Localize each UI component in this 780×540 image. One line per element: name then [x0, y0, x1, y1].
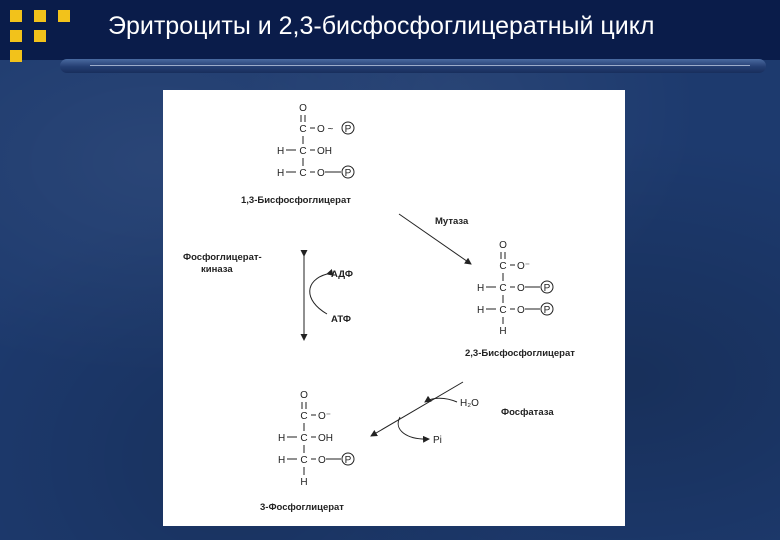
diagram-panel: O C O ~ P H C OH H C O P 1,3-Бисфосфогли… — [163, 90, 625, 526]
atom-h: H — [277, 168, 284, 179]
logo-square — [10, 10, 22, 22]
atom-c: C — [299, 124, 306, 135]
atom-o-tilde: O ~ — [317, 124, 334, 135]
water-curved-arrow — [424, 395, 458, 403]
cofactor-atp: АТФ — [331, 314, 351, 325]
atom-oh: OH — [317, 146, 332, 157]
atom-c: C — [300, 411, 307, 422]
atom-c: C — [300, 455, 307, 466]
phosphate-circle — [341, 121, 355, 135]
logo-square — [10, 50, 22, 62]
enzyme-label-kinase-line1: Фосфоглицерат- — [183, 252, 262, 263]
mutase-arrow — [398, 213, 472, 265]
phosphate-circle — [540, 280, 554, 294]
compound-label-3-pg: 3-Фосфоглицерат — [260, 502, 344, 513]
compound-3-phosphoglycerate: O C O⁻ H C OH H C O P H 3-Фосфоглицерат — [260, 390, 355, 513]
atom-o: O — [499, 240, 507, 251]
atom-o: O — [317, 168, 325, 179]
atom-oh: OH — [318, 433, 333, 444]
atom-p: P — [544, 283, 551, 294]
phosphate-circle — [341, 452, 355, 466]
enzyme-label-mutase: Мутаза — [435, 216, 469, 227]
compound-2-3-bisphosphoglycerate: O C O⁻ H C O P H C O P H 2,3-Б — [465, 240, 575, 359]
enzyme-label-kinase-line2: киназа — [201, 264, 233, 275]
cofactor-water: H₂O — [460, 398, 479, 409]
atom-c: C — [499, 283, 506, 294]
atom-h: H — [300, 477, 307, 488]
atom-c: C — [299, 168, 306, 179]
logo-square — [58, 10, 70, 22]
atom-o-minus: O⁻ — [318, 411, 331, 422]
atom-h: H — [278, 455, 285, 466]
atom-o: O — [299, 103, 307, 114]
atom-h: H — [477, 283, 484, 294]
atom-c: C — [299, 146, 306, 157]
logo-square — [34, 10, 46, 22]
atom-o: O — [517, 305, 525, 316]
atom-p: P — [345, 168, 352, 179]
atom-o: O — [318, 455, 326, 466]
phosphatase-arrow — [370, 381, 464, 437]
atom-c: C — [300, 433, 307, 444]
atom-o: O — [300, 390, 308, 401]
bpg-cycle-diagram: O C O ~ P H C OH H C O P 1,3-Бисфосфогли… — [183, 103, 575, 513]
phosphate-circle — [540, 302, 554, 316]
atom-o: O — [517, 283, 525, 294]
atom-p: P — [544, 305, 551, 316]
atom-o-minus: O⁻ — [517, 261, 530, 272]
cofactor-pi: Pi — [433, 435, 442, 446]
enzyme-label-phosphatase: Фосфатаза — [501, 407, 554, 418]
compound-1-3-bisphosphoglycerate: O C O ~ P H C OH H C O P 1,3-Бисфосфогли… — [241, 103, 355, 206]
adp-atp-curved-arrow — [309, 269, 334, 315]
atom-h: H — [477, 305, 484, 316]
compound-label-1-3-bpg: 1,3-Бисфосфоглицерат — [241, 195, 351, 206]
title-divider — [60, 59, 766, 73]
atom-h: H — [278, 433, 285, 444]
title-divider-highlight — [90, 65, 750, 66]
cofactor-adp: АДФ — [331, 269, 353, 280]
phosphate-circle — [341, 165, 355, 179]
atom-p: P — [345, 124, 352, 135]
atom-c: C — [499, 305, 506, 316]
logo-square — [10, 30, 22, 42]
pi-curved-arrow — [397, 416, 430, 443]
atom-h: H — [277, 146, 284, 157]
atom-h: H — [499, 326, 506, 337]
atom-p: P — [345, 455, 352, 466]
logo-square — [34, 30, 46, 42]
compound-label-2-3-bpg: 2,3-Бисфосфоглицерат — [465, 348, 575, 359]
title-bar — [0, 0, 780, 60]
slide-title: Эритроциты и 2,3-бисфосфоглицератный цик… — [108, 12, 655, 40]
atom-c: C — [499, 261, 506, 272]
